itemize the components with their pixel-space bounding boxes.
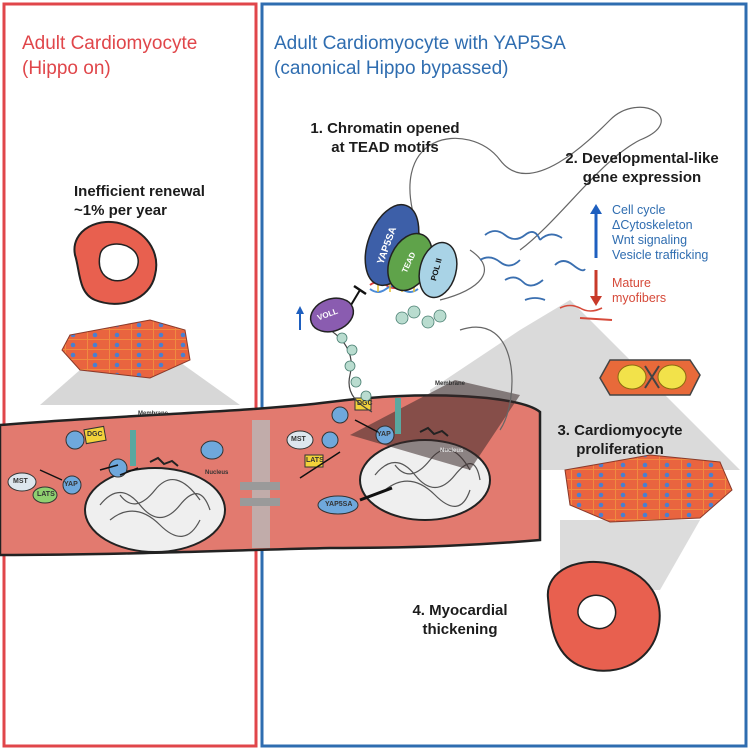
yap-right-3: [375, 425, 395, 445]
yap-left-1: [62, 475, 82, 495]
nucleus-label-right: Nucleus: [440, 448, 464, 454]
right-tissue-block: [564, 454, 733, 523]
yap-label-right: YAP: [377, 431, 391, 438]
step4-line1: 4. Myocardial: [412, 602, 508, 619]
step1-line1: 1. Chromatin opened: [310, 120, 460, 137]
lats-label-right: LATS: [306, 457, 324, 464]
cleavage-furrow: [644, 365, 660, 389]
left-tissue-block: [61, 319, 191, 379]
nucleus-shading: [350, 380, 520, 470]
left-arrows: [39, 464, 139, 481]
yap-right-edge: [200, 440, 224, 460]
mst-label-left: MST: [13, 478, 28, 485]
renewal-line2: ~1% per year: [74, 202, 167, 219]
yap5sa-cyto-label: YAP5SA: [325, 501, 353, 508]
down-arrow-icon: [590, 296, 602, 306]
yap5sa-cytoplasm: [317, 495, 359, 515]
step3-line1: 3. Cardiomyocyte: [557, 422, 683, 439]
yap-left-2: [65, 430, 85, 450]
mst-label-right: MST: [291, 436, 306, 443]
actin-right: [419, 426, 449, 437]
mst-right: [286, 430, 314, 450]
chromatin-loop-2: [439, 249, 513, 431]
step3-line2: proliferation: [576, 441, 664, 458]
dna-bases: [377, 282, 415, 292]
step2-line1: 2. Developmental-like: [565, 150, 719, 167]
actin-left: [149, 456, 179, 467]
nucleus-label-left: Nucleus: [205, 470, 229, 476]
renewal-line1: Inefficient renewal: [74, 183, 205, 200]
up-gene-item: ΔCytoskeleton: [612, 218, 693, 232]
lats-right: [304, 454, 324, 468]
yap-right-1: [321, 431, 339, 449]
heart-left-ventricle: [98, 243, 139, 282]
right-panel-frame: [260, 2, 748, 748]
junction-bar: [240, 482, 280, 490]
yap-left-3: [108, 458, 128, 478]
transcripts: [479, 230, 586, 301]
up-gene-item: Vesicle trafficking: [612, 248, 709, 262]
voll-protein: [309, 297, 355, 333]
dgc-label-left: DGC: [87, 431, 103, 438]
membrane-label-left: Membrane: [138, 411, 169, 417]
voll-up-arrow-icon: [296, 306, 304, 314]
cytoskeleton-left: [130, 430, 136, 466]
nucleosomes: [324, 305, 447, 402]
transcript-down-2: [579, 317, 613, 321]
yap-right-2: [331, 406, 349, 424]
right-arrows: [299, 419, 379, 479]
step4-line2: thickening: [422, 621, 498, 638]
step2-line2: gene expression: [582, 169, 702, 186]
yap-label-left: YAP: [64, 481, 78, 488]
up-gene-item: Cell cycle: [612, 203, 666, 217]
left-nucleus: [84, 467, 226, 553]
membrane-label-right: Membrane: [435, 381, 466, 387]
right-title-line2: (canonical Hippo bypassed): [274, 58, 509, 79]
left-panel-frame: [2, 2, 258, 748]
left-title-line2: (Hippo on): [22, 58, 111, 79]
dgc-label-right: DGC: [357, 400, 373, 407]
dividing-nucleus-1: [617, 364, 647, 390]
down-gene-line1: Mature: [612, 276, 651, 290]
chromatin-loop-1: [409, 106, 662, 251]
step1-line2: at TEAD motifs: [331, 139, 439, 156]
pol2-protein: [418, 241, 458, 299]
voll-inhibition-bar: [353, 284, 367, 296]
dgc-left: [83, 425, 107, 445]
cytoskeleton-right: [395, 398, 401, 434]
dividing-nucleus-2: [657, 364, 687, 390]
left-chromatin: [99, 479, 211, 537]
mst-left: [7, 472, 37, 492]
down-gene-line2: myofibers: [612, 291, 667, 305]
up-gene-item: Wnt signaling: [612, 233, 688, 247]
yap5sa-import-arrow: [359, 486, 393, 502]
heart-right-ventricle: [577, 594, 617, 630]
left-title-line1: Adult Cardiomyocyte: [22, 33, 198, 54]
junction-bar: [240, 498, 280, 506]
transcript-down: [559, 304, 603, 312]
lats-left: [32, 486, 58, 504]
lats-label-left: LATS: [37, 491, 55, 498]
up-arrow-icon: [590, 204, 602, 214]
right-title-line1: Adult Cardiomyocyte with YAP5SA: [274, 33, 566, 54]
